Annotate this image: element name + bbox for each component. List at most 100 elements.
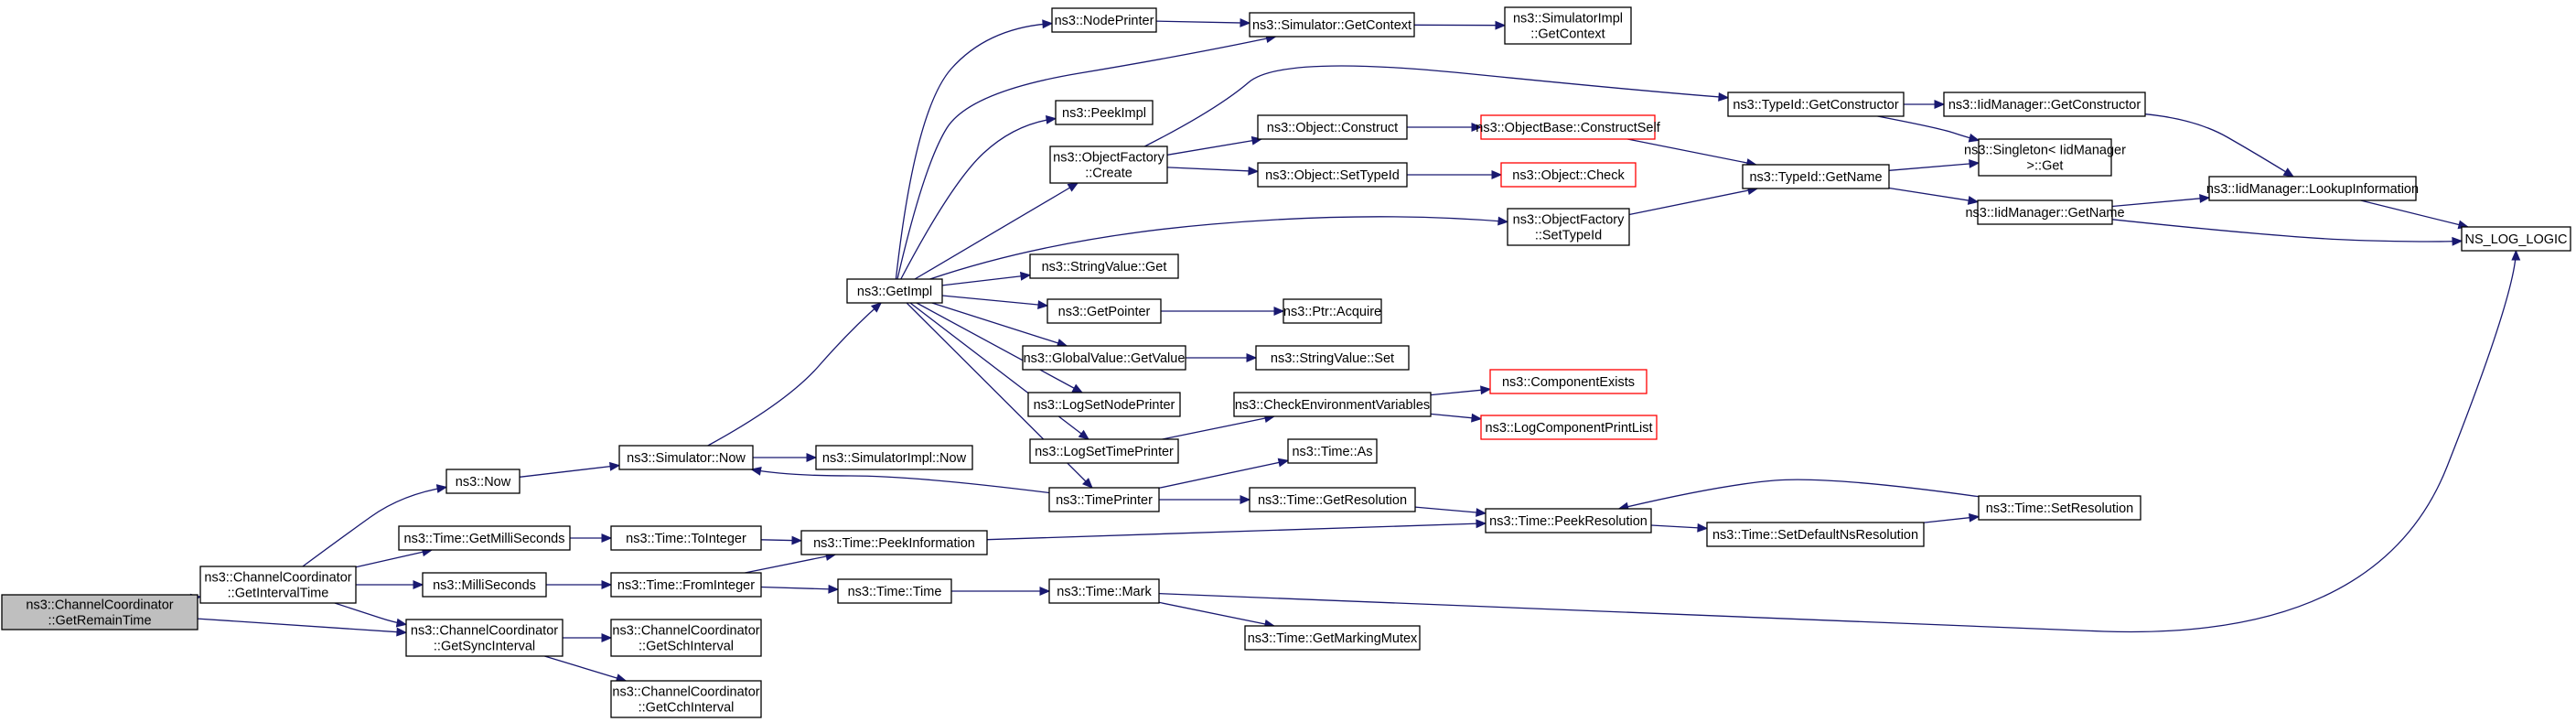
node-objbase_constructself[interactable]: ns3::ObjectBase::ConstructSelf	[1476, 114, 1661, 140]
node-box[interactable]	[1048, 487, 1160, 512]
node-box[interactable]	[1480, 114, 1656, 140]
node-obj_check[interactable]: ns3::Object::Check	[1500, 162, 1637, 188]
node-box[interactable]	[800, 530, 988, 555]
node-getimpl[interactable]: ns3::GetImpl	[846, 278, 943, 304]
node-peekinfo[interactable]: ns3::Time::PeekInformation	[800, 530, 988, 555]
node-milliseconds[interactable]: ns3::MilliSeconds	[422, 572, 547, 598]
node-box[interactable]	[2208, 176, 2417, 201]
node-box[interactable]	[1978, 495, 2141, 521]
node-peekresolution[interactable]: ns3::Time::PeekResolution	[1485, 508, 1652, 533]
node-box[interactable]	[1257, 114, 1408, 140]
node-box[interactable]	[1255, 345, 1410, 371]
node-logsettimeprinter[interactable]: ns3::LogSetTimePrinter	[1029, 438, 1179, 464]
node-timeprinter[interactable]: ns3::TimePrinter	[1048, 487, 1160, 512]
node-box[interactable]	[1027, 392, 1181, 417]
node-logsetnodeprinter[interactable]: ns3::LogSetNodePrinter	[1027, 392, 1181, 417]
node-box[interactable]	[610, 572, 762, 598]
node-getmarkingmutex[interactable]: ns3::Time::GetMarkingMutex	[1244, 625, 1421, 651]
node-iidmgr_lookupinfo[interactable]: ns3::IidManager::LookupInformation	[2206, 176, 2419, 201]
node-simulator_now[interactable]: ns3::Simulator::Now	[618, 445, 754, 470]
node-time_as[interactable]: ns3::Time::As	[1287, 438, 1378, 464]
node-box[interactable]	[1480, 415, 1658, 440]
node-box[interactable]	[1504, 6, 1632, 45]
node-box[interactable]	[1046, 298, 1162, 324]
node-ns_log_logic[interactable]: NS_LOG_LOGIC	[2461, 226, 2571, 252]
node-obj_construct[interactable]: ns3::Object::Construct	[1257, 114, 1408, 140]
node-singleton_get[interactable]: ns3::Singleton< IidManager>::Get	[1964, 138, 2126, 177]
node-iidmgr_getname[interactable]: ns3::IidManager::GetName	[1965, 199, 2125, 225]
node-box[interactable]	[1029, 438, 1179, 464]
node-getremaintime[interactable]: ns3::ChannelCoordinator::GetRemainTime	[1, 594, 199, 630]
node-box[interactable]	[1244, 625, 1421, 651]
node-time_getres[interactable]: ns3::Time::GetResolution	[1249, 487, 1416, 512]
node-box[interactable]	[1943, 92, 2146, 117]
node-typeid_getconstructor[interactable]: ns3::TypeId::GetConstructor	[1727, 92, 1905, 117]
node-box[interactable]	[1, 594, 199, 630]
node-box[interactable]	[1283, 298, 1382, 324]
node-box[interactable]	[610, 525, 762, 551]
node-box[interactable]	[1029, 253, 1179, 279]
node-logcomponentprintlist[interactable]: ns3::LogComponentPrintList	[1480, 415, 1658, 440]
node-box[interactable]	[199, 566, 357, 604]
node-globalvalue_getvalue[interactable]: ns3::GlobalValue::GetValue	[1022, 345, 1186, 371]
node-getmilliseconds[interactable]: ns3::Time::GetMilliSeconds	[398, 525, 571, 551]
node-getcchinterval[interactable]: ns3::ChannelCoordinator::GetCchInterval	[610, 680, 762, 718]
node-objfactory_settypeid[interactable]: ns3::ObjectFactory::SetTypeId	[1507, 208, 1630, 246]
node-time_time[interactable]: ns3::Time::Time	[837, 578, 952, 604]
node-box[interactable]	[1507, 208, 1630, 246]
node-componentexists[interactable]: ns3::ComponentExists	[1489, 369, 1648, 394]
node-simimpl_getcontext[interactable]: ns3::SimulatorImpl::GetContext	[1504, 6, 1632, 45]
node-now[interactable]: ns3::Now	[445, 469, 521, 494]
node-box[interactable]	[1048, 578, 1160, 604]
node-box[interactable]	[1706, 522, 1925, 547]
node-getschinterval[interactable]: ns3::ChannelCoordinator::GetSchInterval	[610, 619, 762, 657]
node-box[interactable]	[1049, 145, 1168, 184]
node-objfactory_create[interactable]: ns3::ObjectFactory::Create	[1049, 145, 1168, 184]
node-getsyncinterval[interactable]: ns3::ChannelCoordinator::GetSyncInterval	[405, 619, 564, 657]
node-box[interactable]	[1233, 392, 1432, 417]
node-box[interactable]	[1022, 345, 1186, 371]
node-obj_settypeid[interactable]: ns3::Object::SetTypeId	[1257, 162, 1408, 188]
node-toint[interactable]: ns3::Time::ToInteger	[610, 525, 762, 551]
node-time_setres[interactable]: ns3::Time::SetResolution	[1978, 495, 2141, 521]
node-ptr_acquire[interactable]: ns3::Ptr::Acquire	[1283, 298, 1382, 324]
node-box[interactable]	[2461, 226, 2571, 252]
node-box[interactable]	[837, 578, 952, 604]
node-box[interactable]	[1978, 138, 2112, 177]
node-box[interactable]	[618, 445, 754, 470]
node-box[interactable]	[1727, 92, 1905, 117]
node-stringvalue_set[interactable]: ns3::StringValue::Set	[1255, 345, 1410, 371]
node-box[interactable]	[422, 572, 547, 598]
node-box[interactable]	[610, 619, 762, 657]
node-sim_getcontext[interactable]: ns3::Simulator::GetContext	[1249, 12, 1415, 38]
node-iidmgr_getconstructor[interactable]: ns3::IidManager::GetConstructor	[1943, 92, 2146, 117]
node-time_mark[interactable]: ns3::Time::Mark	[1048, 578, 1160, 604]
node-box[interactable]	[1051, 7, 1157, 33]
node-box[interactable]	[1249, 487, 1416, 512]
node-box[interactable]	[815, 445, 973, 470]
node-getpointer[interactable]: ns3::GetPointer	[1046, 298, 1162, 324]
node-simimpl_now[interactable]: ns3::SimulatorImpl::Now	[815, 445, 973, 470]
node-box[interactable]	[1485, 508, 1652, 533]
node-box[interactable]	[1742, 164, 1890, 189]
node-box[interactable]	[1489, 369, 1648, 394]
node-box[interactable]	[1500, 162, 1637, 188]
node-peekimpl[interactable]: ns3::PeekImpl	[1055, 100, 1154, 125]
node-stringvalue_get[interactable]: ns3::StringValue::Get	[1029, 253, 1179, 279]
node-nodeprinter[interactable]: ns3::NodePrinter	[1051, 7, 1157, 33]
node-typeid_getname[interactable]: ns3::TypeId::GetName	[1742, 164, 1890, 189]
node-box[interactable]	[398, 525, 571, 551]
node-box[interactable]	[610, 680, 762, 718]
node-box[interactable]	[1055, 100, 1154, 125]
node-box[interactable]	[1249, 12, 1415, 38]
node-box[interactable]	[1287, 438, 1378, 464]
node-checkenv[interactable]: ns3::CheckEnvironmentVariables	[1233, 392, 1432, 417]
node-box[interactable]	[1257, 162, 1408, 188]
node-box[interactable]	[445, 469, 521, 494]
node-getintervaltime[interactable]: ns3::ChannelCoordinator::GetIntervalTime	[199, 566, 357, 604]
node-setdefaultnsres[interactable]: ns3::Time::SetDefaultNsResolution	[1706, 522, 1925, 547]
node-box[interactable]	[846, 278, 943, 304]
node-box[interactable]	[405, 619, 564, 657]
node-box[interactable]	[1977, 199, 2113, 225]
node-fromint[interactable]: ns3::Time::FromInteger	[610, 572, 762, 598]
